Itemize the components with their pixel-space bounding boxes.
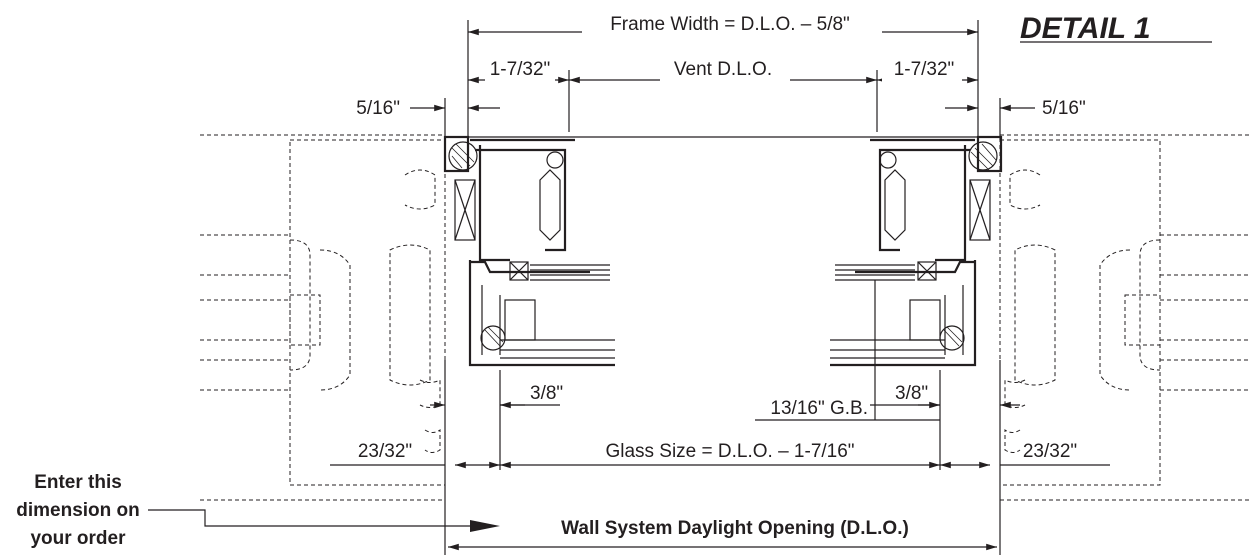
right-offset-label: 1-7/32": [894, 59, 955, 80]
frame-width-label: Frame Width = D.L.O. – 5/8": [610, 14, 850, 35]
wall-outline-right: [999, 134, 1250, 501]
left-edge-label: 23/32": [358, 441, 412, 462]
frame-width-dimension: Frame Width = D.L.O. – 5/8": [467, 12, 979, 140]
glass-size-label: Glass Size = D.L.O. – 1-7/16": [605, 441, 854, 462]
detail-title: DETAIL 1: [1020, 12, 1151, 45]
bite-dimensions: 3/8" 3/8" 13/16" G.B.: [430, 280, 1020, 470]
wall-outline-left: [200, 134, 446, 501]
wall-dlo-dimension: Wall System Daylight Opening (D.L.O.): [444, 470, 1001, 555]
glass-size-dimension: Glass Size = D.L.O. – 1-7/16" 23/32" 23/…: [330, 438, 1110, 469]
callout-line-2: dimension on: [16, 500, 140, 521]
callout-line-3: your order: [30, 528, 126, 549]
small-offset-dimensions: 5/16" 5/16": [356, 98, 1086, 140]
right-bite-label: 3/8": [895, 383, 928, 404]
vent-dlo-dimension: 1-7/32" Vent D.L.O. 1-7/32": [468, 59, 978, 132]
order-callout: Enter this dimension on your order: [16, 472, 445, 549]
right-small-label: 5/16": [1042, 98, 1086, 119]
left-offset-label: 1-7/32": [490, 59, 551, 80]
left-vent-profile: [443, 135, 978, 367]
callout-line-1: Enter this: [34, 472, 122, 493]
wall-dlo-label: Wall System Daylight Opening (D.L.O.): [561, 518, 909, 539]
right-vent-profile: [830, 135, 1003, 367]
left-bite-label: 3/8": [530, 383, 563, 404]
right-edge-label: 23/32": [1023, 441, 1077, 462]
vent-dlo-label: Vent D.L.O.: [674, 59, 772, 80]
left-small-label: 5/16": [356, 98, 400, 119]
glass-bite-label: 13/16" G.B.: [770, 398, 868, 419]
